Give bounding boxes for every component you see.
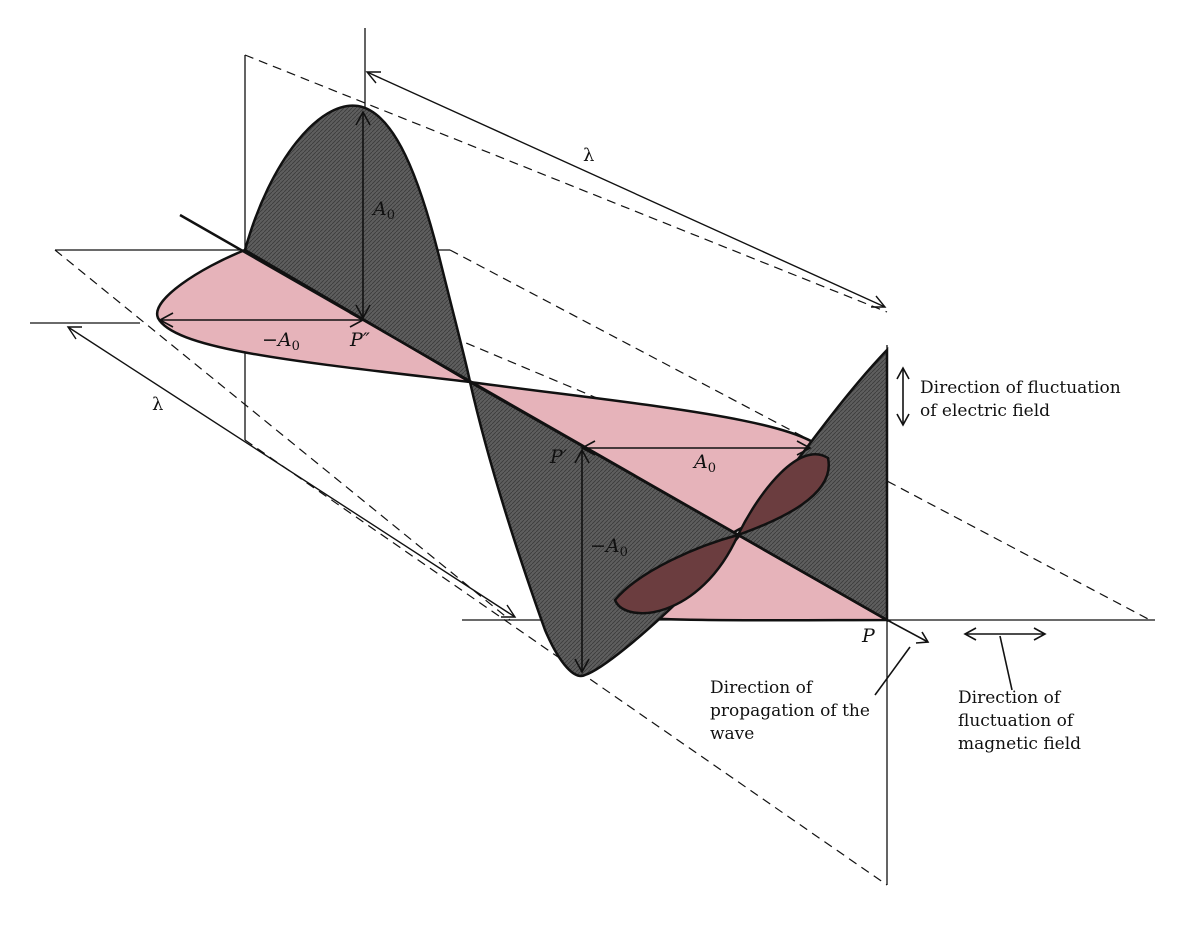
propagation-label-line1: Direction of <box>710 678 814 698</box>
propagation-direction-arrow <box>874 619 930 696</box>
a0-label-upper: A0 <box>371 198 395 223</box>
amplitude-arrows <box>158 110 812 674</box>
a0-label-right: A0 <box>692 451 716 476</box>
p-label: P <box>861 625 876 647</box>
overlap-region <box>613 533 741 615</box>
p-prime-label: P′ <box>549 446 568 468</box>
p-double-prime-label: P″ <box>349 329 370 351</box>
propagation-label-line3: wave <box>710 724 754 744</box>
magnetic-field-label-line2: fluctuation of <box>958 711 1075 731</box>
lambda-label-top: λ <box>583 145 594 166</box>
wavelength-arrow-left <box>66 326 517 618</box>
neg-a0-label-lower: −A0 <box>590 535 628 560</box>
electric-field-label-line1: Direction of fluctuation <box>920 378 1121 398</box>
wavelength-arrow-top <box>365 71 887 308</box>
lambda-label-left: λ <box>152 394 163 415</box>
neg-a0-label-left: −A0 <box>262 329 300 354</box>
electric-field-label-line2: of electric field <box>920 401 1050 421</box>
magnetic-direction-arrow <box>963 627 1047 691</box>
propagation-label-line2: propagation of the <box>710 701 870 721</box>
electric-direction-arrow <box>896 366 910 427</box>
magnetic-field-label-line1: Direction of <box>958 688 1062 708</box>
magnetic-field-label-line3: magnetic field <box>958 734 1081 754</box>
overlap-region-upper <box>735 453 830 538</box>
propagation-axis <box>179 213 888 622</box>
